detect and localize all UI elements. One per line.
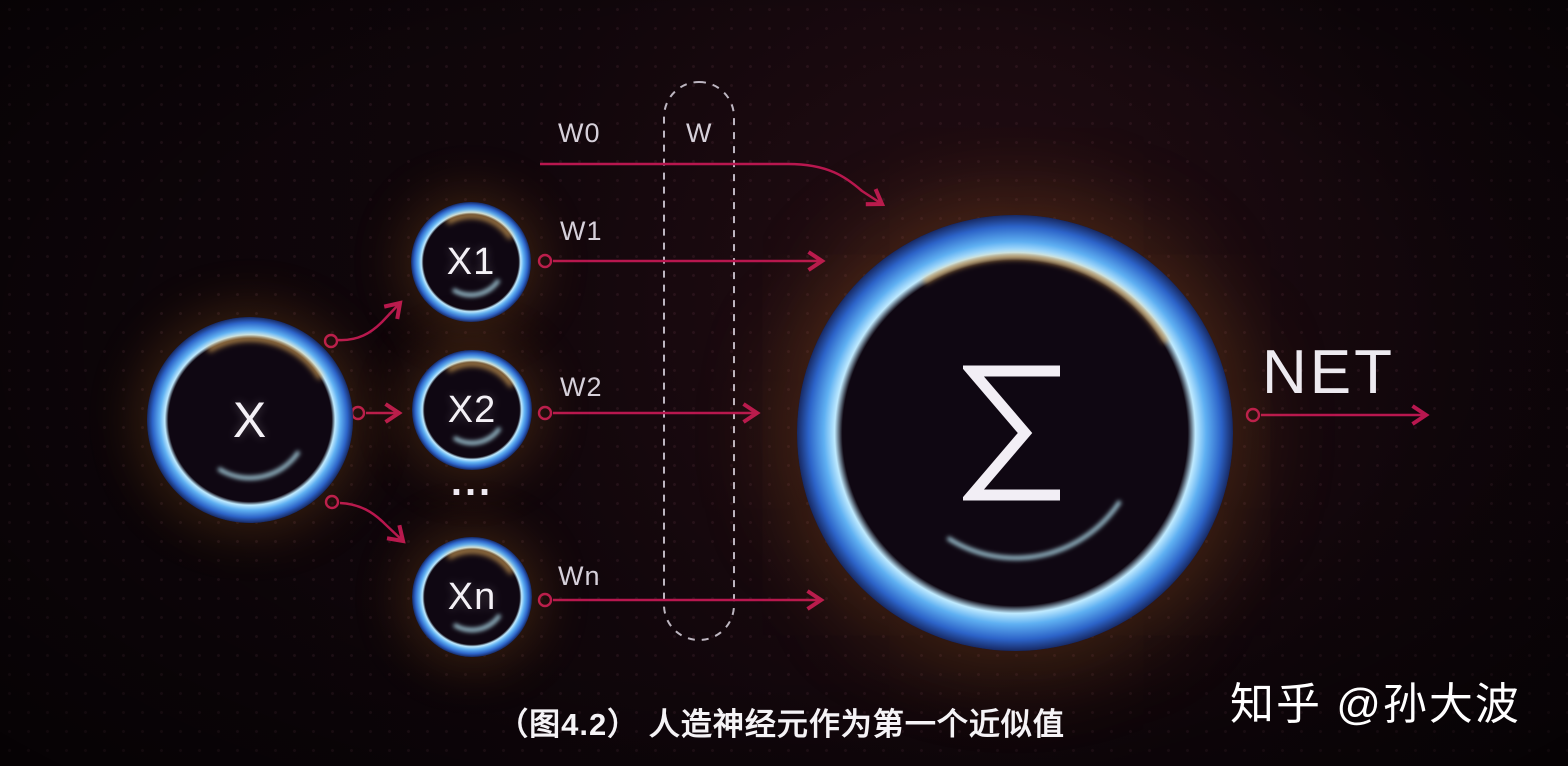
- input-node-xn: Xn: [412, 537, 532, 657]
- input-node-x2: X2: [412, 350, 532, 470]
- weight-label-wn: Wn: [558, 561, 601, 591]
- output-net-label: NET: [1262, 338, 1395, 407]
- wn-arrow-origin: [537, 592, 553, 608]
- w0-arrow: [540, 162, 886, 207]
- input-ellipsis: ...: [450, 460, 494, 504]
- x-to-x2-origin: [350, 405, 366, 421]
- summation-node: [797, 215, 1233, 651]
- net-arrow-origin: [1245, 407, 1261, 423]
- w1-arrow-origin: [537, 253, 553, 269]
- w2-arrow-origin: [537, 405, 553, 421]
- sigma-symbol: [963, 365, 1060, 501]
- input-node-x1-label: X1: [446, 240, 496, 283]
- x-to-x1-arrow: [337, 300, 403, 342]
- input-node-x2-label: X2: [447, 388, 497, 431]
- x-to-xn-origin: [324, 494, 340, 510]
- x-to-xn-arrow: [339, 501, 406, 544]
- weight-label-w1: W1: [560, 216, 603, 246]
- zhihu-watermark: 知乎 @孙大波: [1230, 680, 1521, 729]
- weight-group-label: W: [686, 118, 713, 148]
- input-node-x: X: [147, 317, 353, 523]
- x-to-x1-origin: [323, 333, 339, 349]
- input-node-xn-label: Xn: [447, 575, 497, 618]
- input-node-x1: X1: [411, 202, 531, 322]
- figure-caption: （图4.2） 人造神经元作为第一个近似值: [497, 707, 1065, 742]
- weight-label-w0: W0: [558, 118, 601, 148]
- weight-label-w2: W2: [560, 372, 603, 402]
- input-node-x-label: X: [232, 392, 268, 448]
- weight-group-outline: [663, 81, 735, 641]
